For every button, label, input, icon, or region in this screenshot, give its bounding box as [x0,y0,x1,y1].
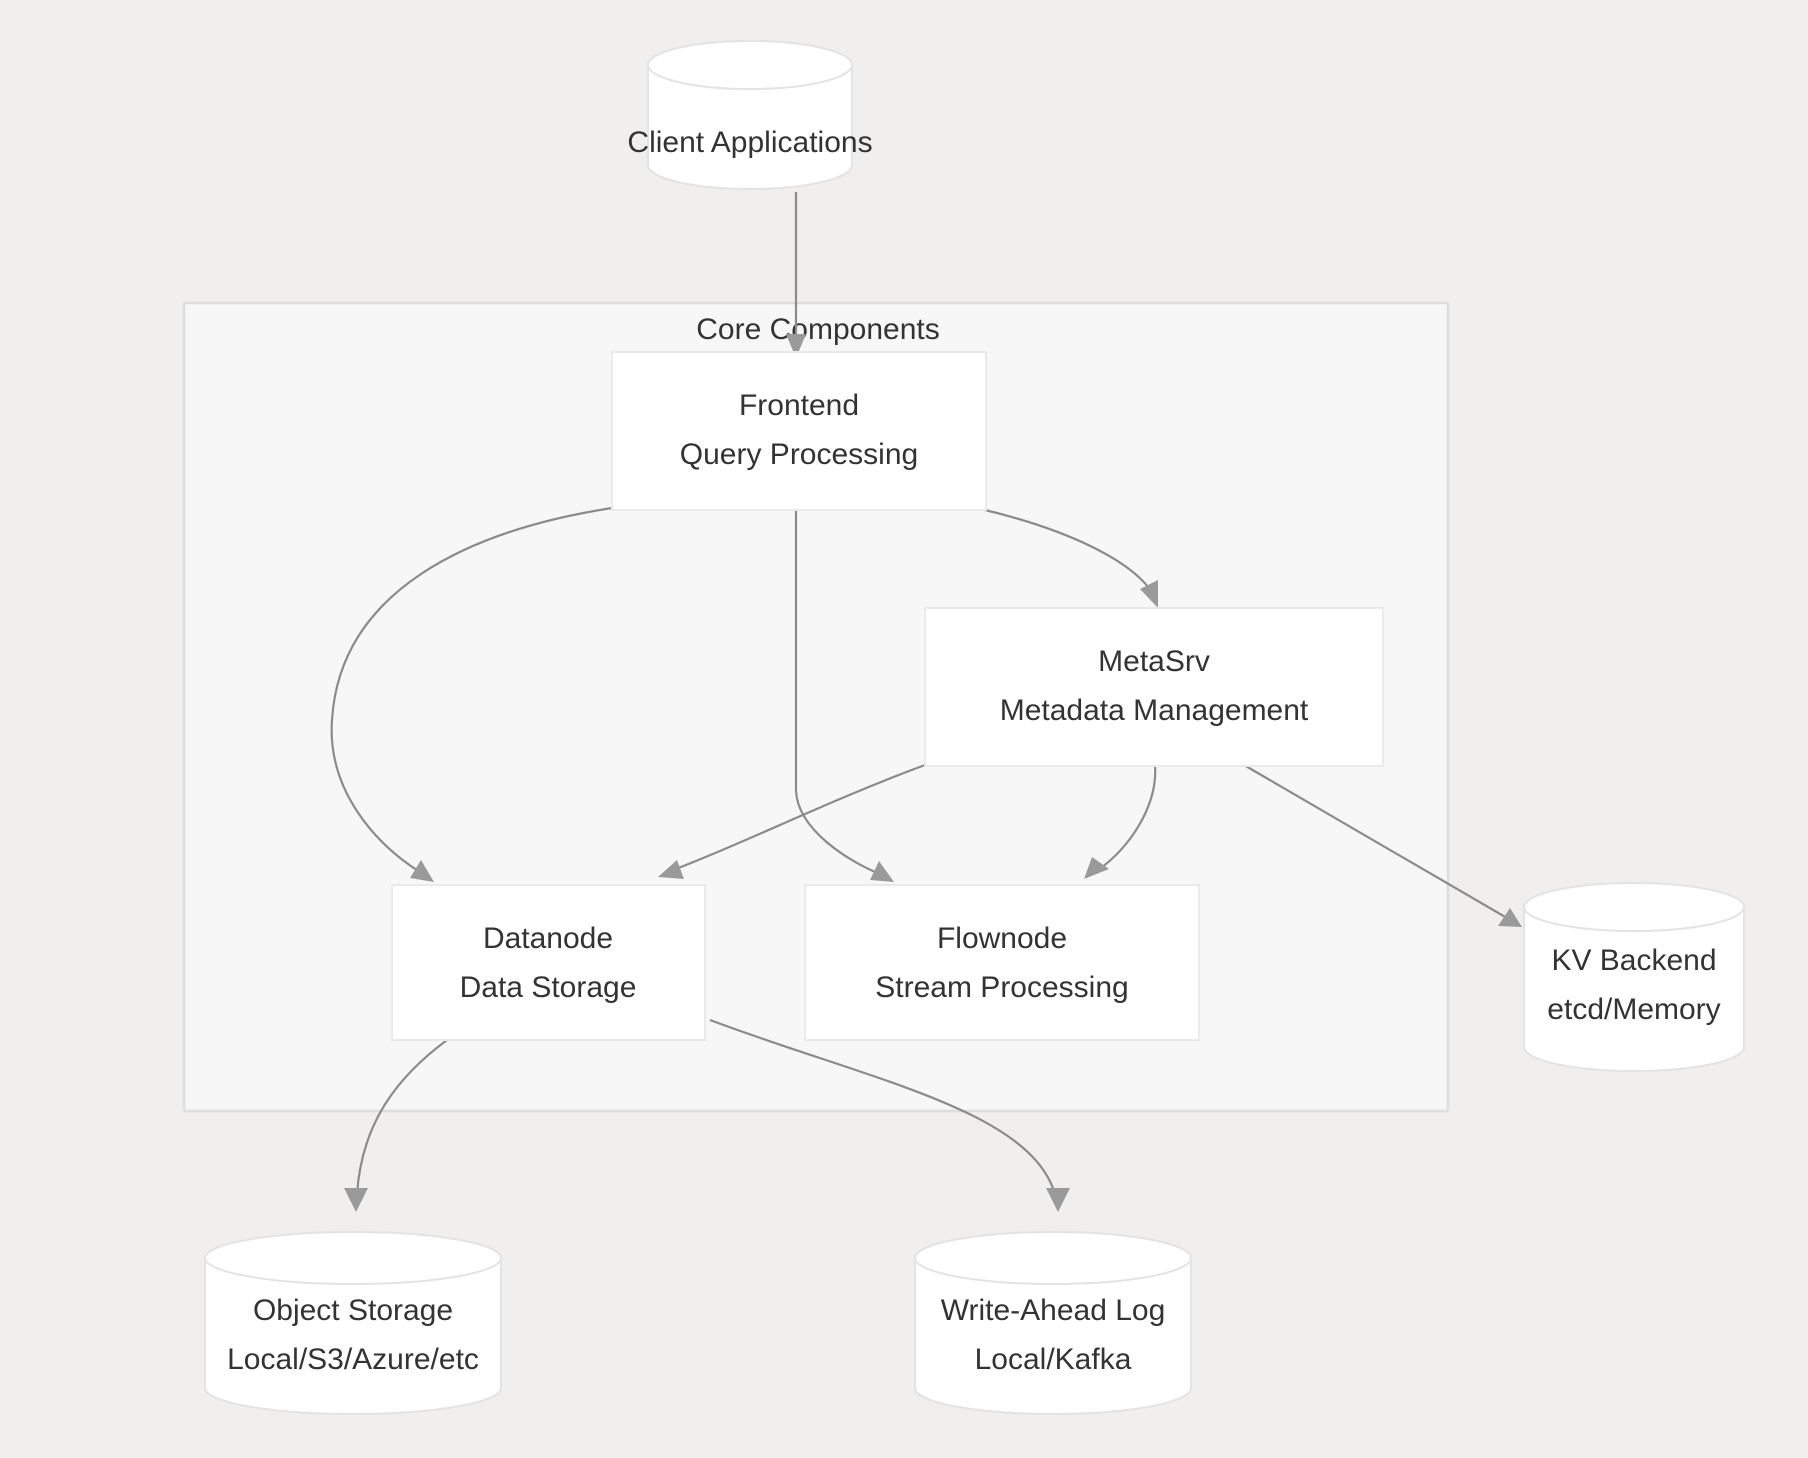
node-object-storage[interactable]: Object Storage Local/S3/Azure/etc [204,1231,502,1415]
node-kv-backend[interactable]: KV Backend etcd/Memory [1523,882,1745,1072]
node-object-storage-line1: Object Storage [253,1294,453,1327]
node-client-applications-line1: Client Applications [627,126,872,159]
node-datanode-line1: Datanode [483,922,613,955]
edge-frontend-to-metasrv [984,508,1158,608]
node-metasrv-line2: Metadata Management [1000,694,1309,727]
node-write-ahead-log[interactable]: Write-Ahead Log Local/Kafka [914,1231,1192,1415]
subgraph-label: Core Components [696,313,939,346]
arrowhead-icon [786,334,806,358]
node-datanode-line2: Data Storage [460,971,637,1004]
edge-metasrv-to-datanode [658,763,926,879]
node-metasrv[interactable]: MetaSrv Metadata Management [924,607,1384,767]
node-frontend[interactable]: Frontend Query Processing [611,351,987,511]
edge-metasrv-to-kv [1243,764,1522,927]
arrowhead-icon [410,860,434,882]
node-kv-backend-line1: KV Backend [1551,944,1716,977]
node-write-ahead-log-line2: Local/Kafka [975,1343,1132,1376]
arrowhead-icon [658,860,684,879]
arrowhead-icon [344,1188,368,1212]
node-metasrv-line1: MetaSrv [1098,645,1210,678]
edge-datanode-to-objectstore [344,1039,448,1212]
node-write-ahead-log-line1: Write-Ahead Log [941,1294,1166,1327]
edge-layer [330,192,1522,1212]
edge-frontend-to-flownode [794,510,894,882]
arrowhead-icon [1498,908,1522,927]
node-flownode[interactable]: Flownode Stream Processing [804,884,1200,1041]
node-datanode[interactable]: Datanode Data Storage [391,884,706,1041]
edge-metasrv-to-flownode [1084,764,1157,879]
edge-client-to-frontend [786,192,806,358]
arrowhead-icon [1046,1188,1070,1212]
node-flownode-line2: Stream Processing [875,971,1128,1004]
node-client-applications[interactable]: Client Applications [627,40,873,190]
arrowhead-icon [870,861,894,882]
arrowhead-icon [1140,580,1158,608]
node-frontend-line1: Frontend [739,389,859,422]
node-flownode-line1: Flownode [937,922,1067,955]
edge-frontend-to-datanode [330,506,613,882]
edge-datanode-to-wal [709,1018,1070,1212]
node-object-storage-line2: Local/S3/Azure/etc [227,1343,479,1376]
node-frontend-line2: Query Processing [680,438,918,471]
node-kv-backend-line2: etcd/Memory [1547,993,1720,1026]
arrowhead-icon [1084,857,1109,879]
